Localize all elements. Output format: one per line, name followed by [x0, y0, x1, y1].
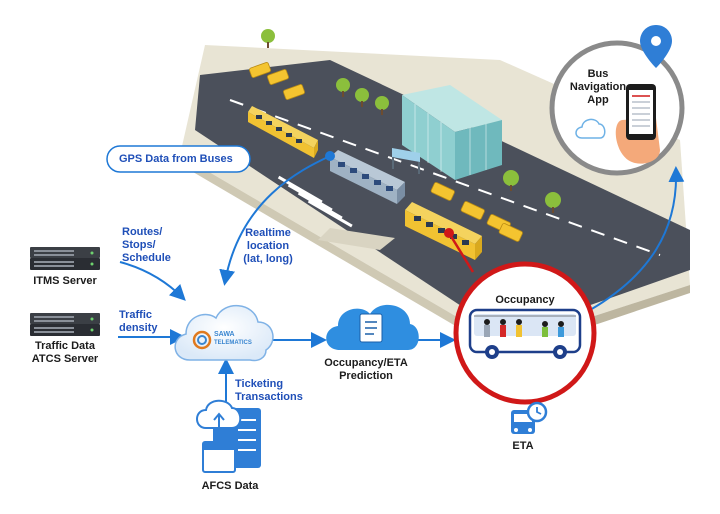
prediction-cloud-icon: [326, 304, 419, 350]
arrow-realtime-location: [219, 155, 331, 286]
prediction-label: Occupancy/ETA Prediction: [324, 357, 408, 382]
occupancy-circle: [453, 261, 597, 405]
blue-bus: [330, 150, 405, 204]
gps-data-label: GPS Data from Buses: [119, 153, 233, 165]
yellow-bus-top: [248, 106, 318, 158]
taxis: [249, 62, 523, 242]
afcs-data-label: AFCS Data: [201, 480, 259, 492]
app-circle: [549, 25, 685, 176]
arrow-routes: [119, 261, 186, 301]
arrow-to-app: [589, 166, 685, 311]
ticketing-label: Ticketing Transactions: [235, 378, 303, 403]
building: [402, 85, 502, 180]
sawa-telematics-cloud: [174, 304, 274, 362]
phone-in-hand-icon: [615, 84, 660, 164]
zebra-crossing: [277, 175, 353, 228]
passengers-icon: [474, 315, 576, 337]
atcs-server-icon: [30, 313, 100, 336]
realtime-location-label: Realtime location (lat, long): [243, 227, 293, 265]
occupancy-marker-line: [447, 232, 475, 273]
sawa-logo-text: SAWA: [214, 331, 235, 338]
occupancy-label: Occupancy: [495, 294, 555, 306]
routes-label: Routes/ Stops/ Schedule: [122, 226, 171, 264]
afcs-data-icon: [196, 399, 261, 473]
cloud-icon: [575, 118, 606, 139]
location-pin-icon: [640, 25, 672, 68]
bus-shelter: [392, 148, 420, 174]
traffic-server-label: Traffic Data ATCS Server: [31, 340, 99, 365]
eta-bus-clock-icon: [511, 401, 548, 434]
bus-navigation-app-label: Bus Navigation App: [569, 68, 627, 106]
itms-server-label: ITMS Server: [33, 275, 97, 287]
gps-label-box: [106, 145, 251, 173]
itms-server-icon: [30, 247, 100, 270]
flow-arrows: [118, 155, 685, 410]
telematics-logo-text: TELEMATICS: [214, 340, 252, 346]
traffic-density-label: Traffic density: [119, 309, 158, 334]
eta-label: ETA: [512, 440, 534, 452]
trees: [261, 29, 561, 213]
